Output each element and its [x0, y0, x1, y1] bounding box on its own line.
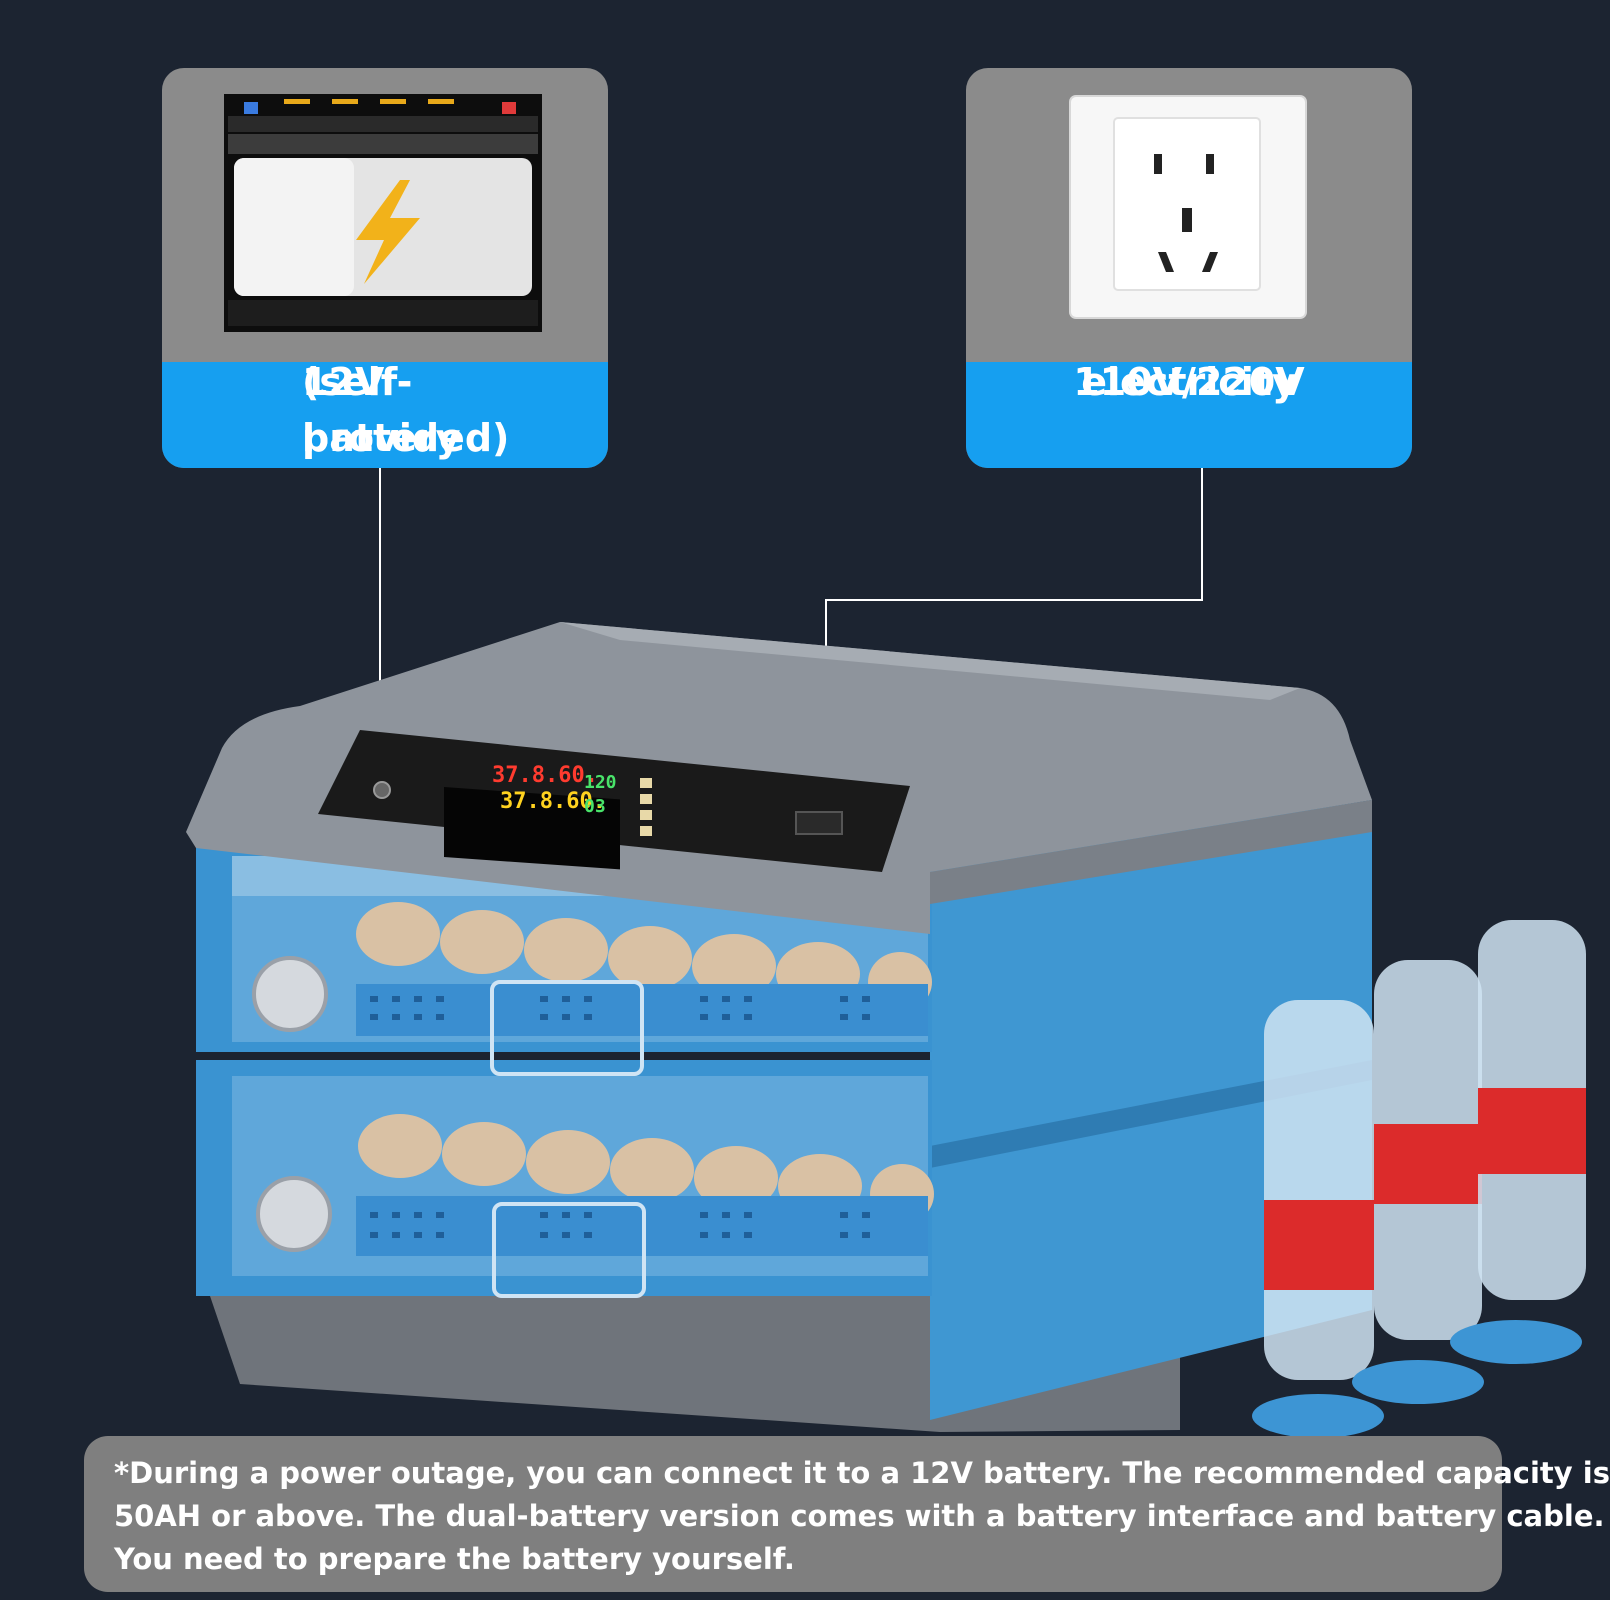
- outlet-callout-label: 110V/220V electricity: [966, 360, 1412, 468]
- power-outage-note: *During a power outage, you can connect …: [84, 1436, 1610, 1592]
- battery-label-line2: (self-provided): [302, 360, 510, 460]
- wall-socket-icon: [1069, 95, 1307, 319]
- power-switch: [795, 811, 843, 835]
- outlet-label-line1: 110V/220V: [1073, 360, 1305, 404]
- display-right-top: 120: [584, 772, 617, 793]
- note-line-1: *During a power outage, you can connect …: [114, 1456, 1610, 1490]
- panel-button-4: [640, 826, 652, 836]
- display-right-bottom: 03: [584, 796, 606, 817]
- car-battery-icon: [224, 94, 542, 332]
- display-top-readout: 37.8.60.: [492, 763, 598, 788]
- battery-port: [373, 781, 391, 799]
- control-panel: 37.8.60. 37.8.60. 120 03: [318, 730, 910, 872]
- display-bottom-readout: 37.8.60.: [500, 789, 606, 814]
- panel-button-3: [640, 810, 652, 820]
- outlet-callout-card: 110V/220V electricity: [966, 68, 1412, 468]
- note-line-2: 50AH or above. The dual-battery version …: [114, 1499, 1605, 1533]
- water-feeder-bottles: [1252, 920, 1586, 1438]
- outlet-label-line2: electricity: [1081, 360, 1297, 404]
- battery-callout-label: 12V battery (self-provided): [162, 360, 608, 468]
- panel-button-2: [640, 794, 652, 804]
- battery-callout-card: 12V battery (self-provided): [162, 68, 608, 468]
- battery-label-line1: 12V battery: [302, 360, 461, 460]
- panel-button-1: [640, 778, 652, 788]
- note-line-3: You need to prepare the battery yourself…: [114, 1542, 795, 1576]
- egg-row-upper: [356, 902, 932, 1012]
